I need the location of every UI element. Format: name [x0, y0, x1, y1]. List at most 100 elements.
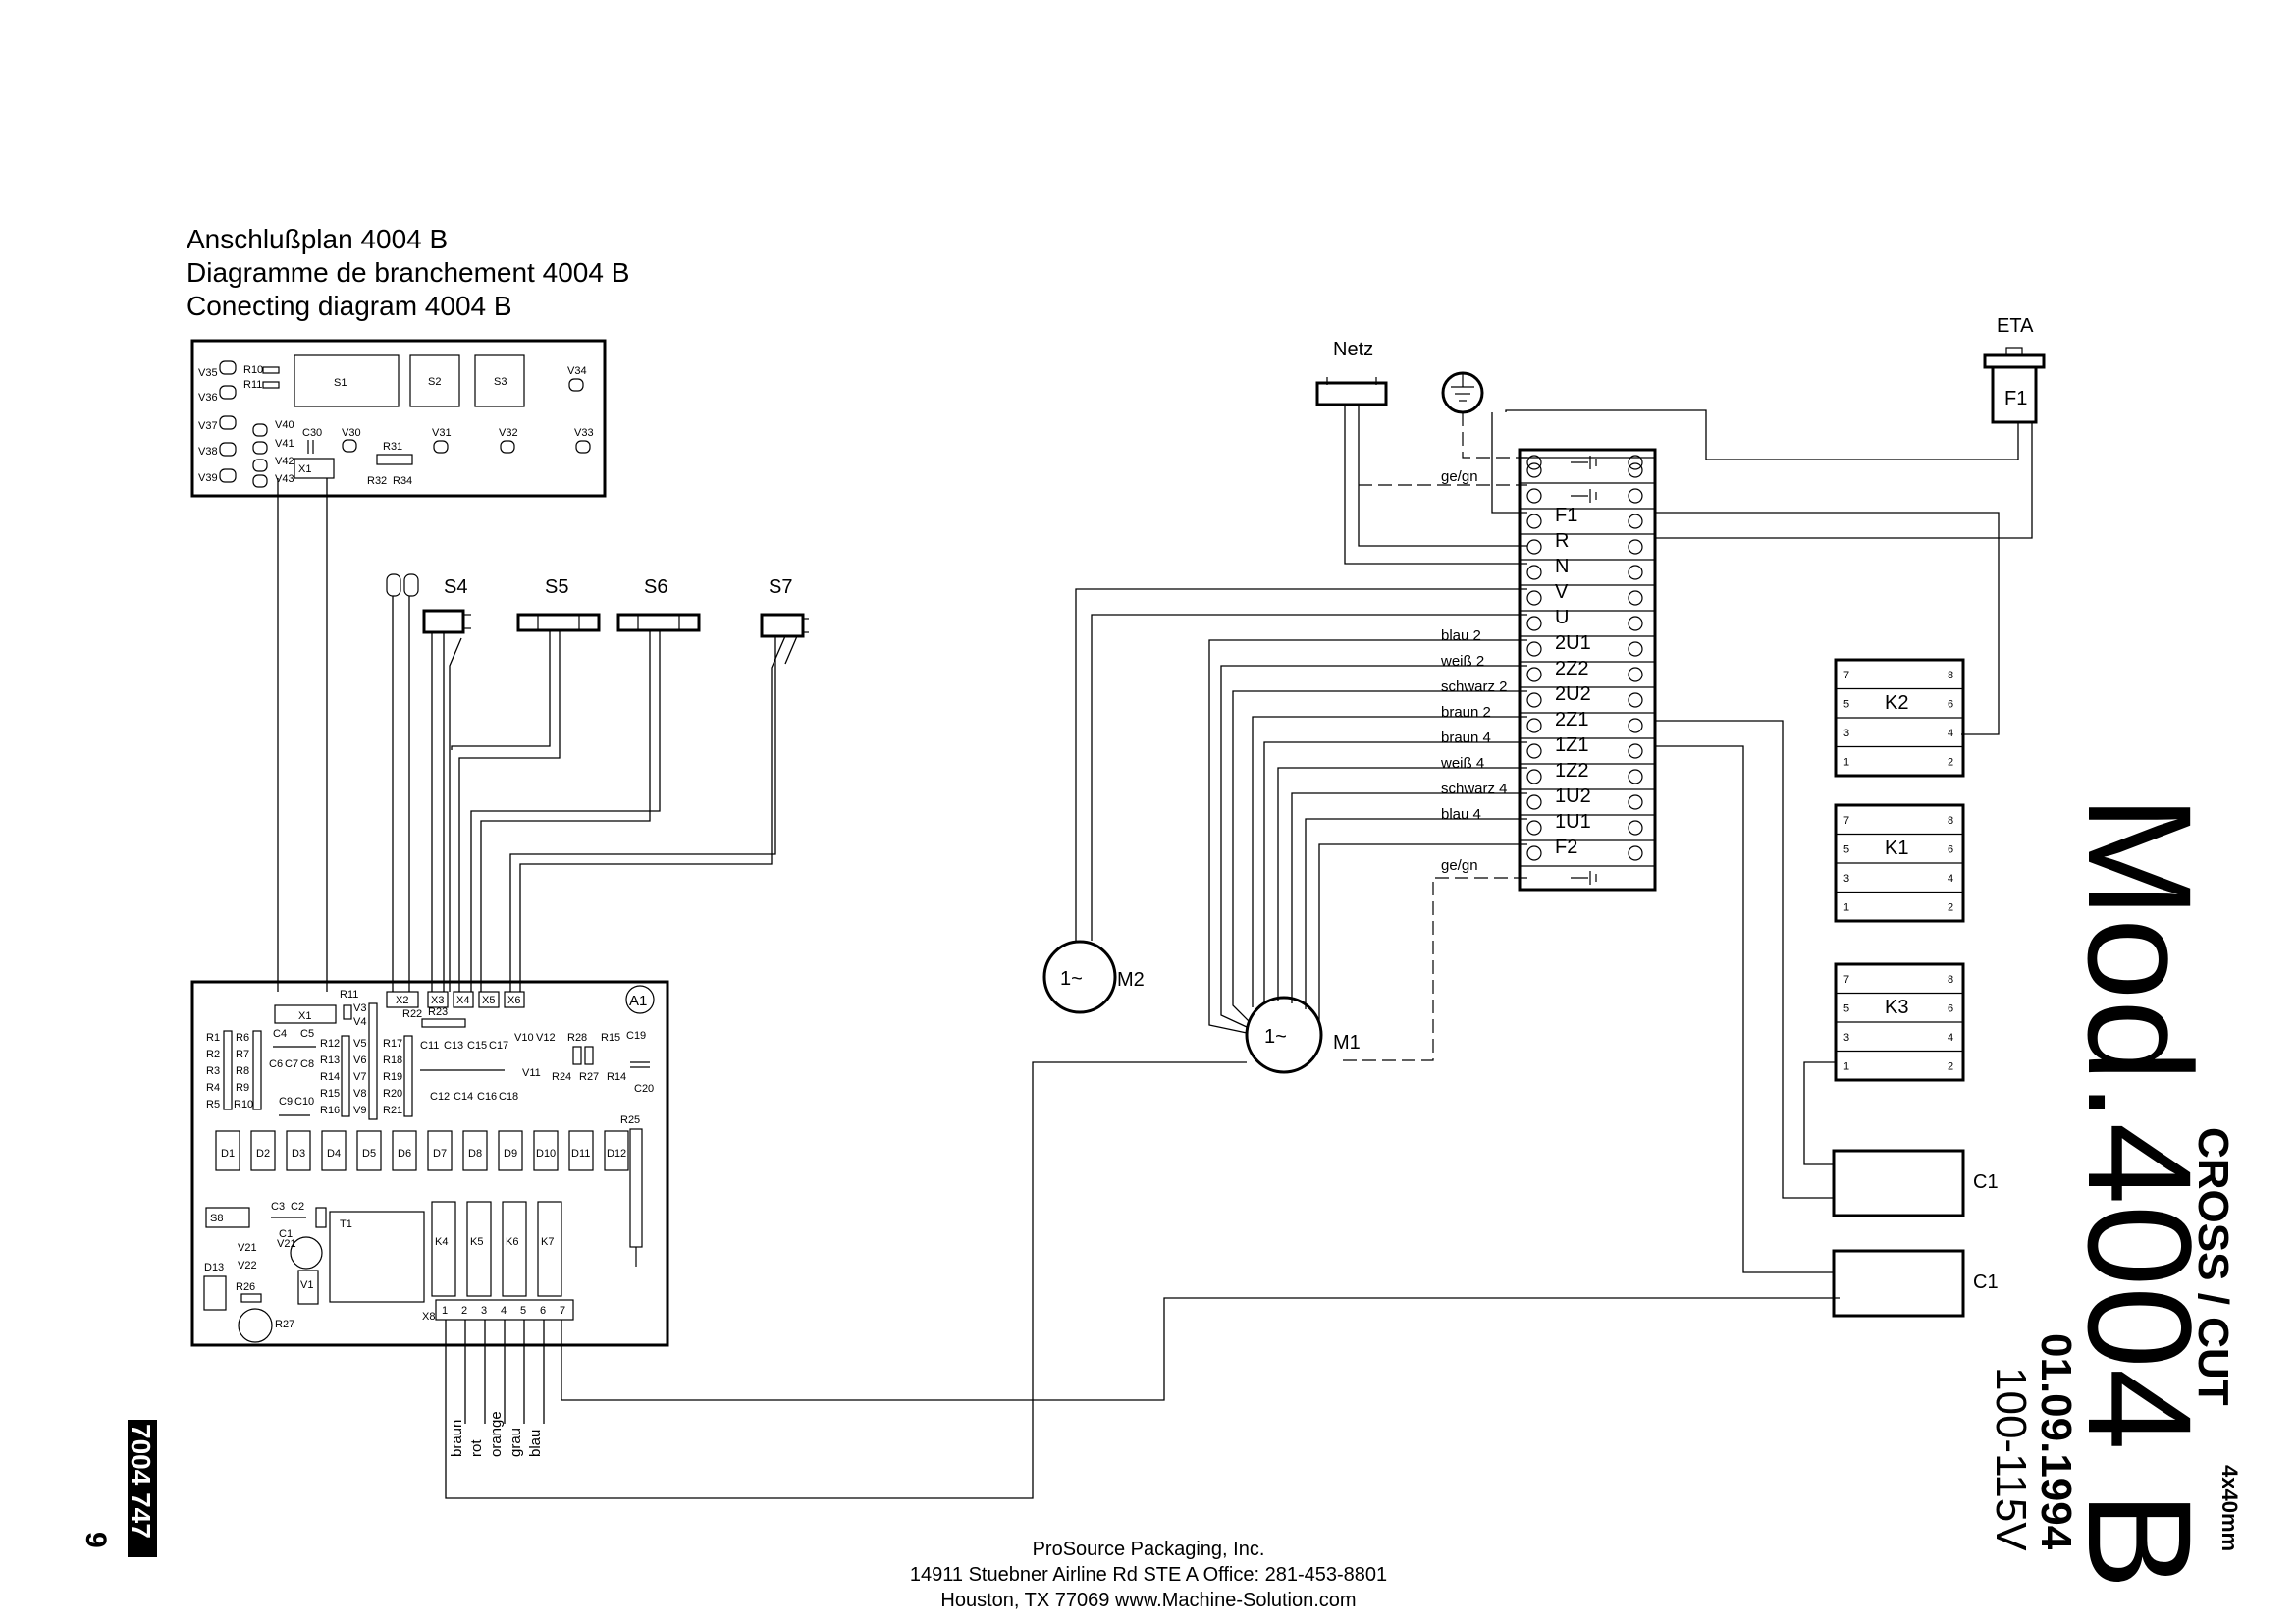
wire-label-blau4: blau 4: [1441, 806, 1481, 823]
svg-text:V4: V4: [353, 1016, 366, 1028]
terminal-screw-icon: [1628, 488, 1643, 504]
svg-text:C7: C7: [285, 1058, 298, 1070]
conn-x1: X1: [298, 1010, 311, 1022]
svg-text:4: 4: [501, 1305, 507, 1317]
terminal-screw-icon: [1628, 718, 1643, 733]
wire-label-braun4: braun 4: [1441, 730, 1491, 746]
terminal-screw-icon: [1628, 590, 1643, 606]
svg-text:D7: D7: [433, 1148, 447, 1160]
svg-text:C6: C6: [269, 1058, 283, 1070]
terminal-screw-icon: [1628, 455, 1643, 470]
terminal-screw-icon: [1628, 641, 1643, 657]
v43-label: V43: [275, 473, 294, 485]
model-name: Mod.4004 B: [2057, 795, 2222, 1590]
x8-wire-grau: grau: [507, 1428, 524, 1457]
svg-text:D6: D6: [398, 1148, 411, 1160]
conn-x4: X4: [456, 995, 469, 1006]
svg-text:D12: D12: [607, 1148, 626, 1160]
c1-label-upper: C1: [1973, 1171, 1999, 1193]
svg-text:R16: R16: [320, 1105, 340, 1116]
svg-text:R13: R13: [320, 1055, 340, 1066]
terminal-screw-icon: [1526, 692, 1542, 708]
svg-text:R14: R14: [607, 1071, 626, 1083]
svg-text:V7: V7: [353, 1071, 366, 1083]
s1-label: S1: [334, 377, 347, 389]
terminal-screw-icon: [1628, 743, 1643, 759]
conn-x2: X2: [396, 995, 408, 1006]
svg-text:R4: R4: [206, 1082, 220, 1094]
c30-label: C30: [302, 427, 322, 439]
svg-text:R2: R2: [206, 1049, 220, 1060]
relay-pin-label: 6: [1948, 699, 1953, 711]
svg-text:K4: K4: [435, 1236, 448, 1248]
svg-text:R5: R5: [206, 1099, 220, 1110]
mains-plug-icon: [1315, 381, 1388, 406]
s5-label: S5: [545, 576, 568, 598]
svg-text:R10: R10: [234, 1099, 253, 1110]
v40-label: V40: [275, 419, 294, 431]
title-line-2: Diagramme de branchement 4004 B: [187, 257, 629, 288]
r10-label: R10: [243, 364, 263, 376]
term-2z1: 2Z1: [1555, 709, 1588, 730]
svg-text:C15: C15: [467, 1040, 487, 1052]
s3-label: S3: [494, 376, 507, 388]
terminal-screw-icon: [1526, 462, 1542, 478]
term-2z2: 2Z2: [1555, 658, 1588, 679]
switch-s5-icon: [516, 613, 601, 632]
title-line-1: Anschlußplan 4004 B: [187, 224, 448, 254]
v30-label: V30: [342, 427, 361, 439]
svg-text:V9: V9: [353, 1105, 366, 1116]
relay-pin-label: 5: [1843, 1003, 1849, 1015]
svg-text:R17: R17: [383, 1038, 402, 1050]
terminal-screw-icon: [1526, 667, 1542, 682]
svg-text:C13: C13: [444, 1040, 463, 1052]
svg-text:R8: R8: [236, 1065, 249, 1077]
term-1z2: 1Z2: [1555, 760, 1588, 782]
svg-text:V3: V3: [353, 1002, 366, 1014]
svg-text:C5: C5: [300, 1028, 314, 1040]
svg-text:V10: V10: [514, 1032, 534, 1044]
s6-label: S6: [644, 576, 667, 598]
svg-text:2: 2: [461, 1305, 467, 1317]
svg-text:C20: C20: [634, 1083, 654, 1095]
relay-pin-label: 2: [1948, 902, 1953, 914]
relay-pin-label: 3: [1843, 1032, 1849, 1044]
relay-pin-label: 4: [1948, 1032, 1953, 1044]
relay-pin-label: 4: [1948, 728, 1953, 739]
m1-label: M1: [1333, 1032, 1361, 1054]
v39-label: V39: [198, 472, 218, 484]
svg-text:D11: D11: [571, 1148, 590, 1160]
svg-text:R25: R25: [620, 1114, 640, 1126]
relay-pin-label: 7: [1843, 974, 1849, 986]
svg-text:C1: C1: [279, 1228, 293, 1240]
svg-text:V8: V8: [353, 1088, 366, 1100]
v37-label: V37: [198, 420, 218, 432]
svg-text:D13: D13: [204, 1262, 224, 1273]
svg-text:C18: C18: [499, 1091, 518, 1103]
m2-label: M2: [1117, 969, 1145, 991]
svg-text:R23: R23: [428, 1006, 448, 1018]
svg-text:R14: R14: [320, 1071, 340, 1083]
terminal-screw-icon: [1628, 462, 1643, 478]
svg-text:V1: V1: [300, 1279, 313, 1291]
relay-name-label: K3: [1885, 997, 1908, 1018]
svg-text:6: 6: [540, 1305, 546, 1317]
svg-text:K7: K7: [541, 1236, 554, 1248]
v32-label: V32: [499, 427, 518, 439]
svg-text:R22: R22: [402, 1008, 422, 1020]
terminal-screw-icon: [1628, 794, 1643, 810]
relay-pin-label: 6: [1948, 844, 1953, 856]
c1-label-lower: C1: [1973, 1271, 1999, 1293]
svg-text:D8: D8: [468, 1148, 482, 1160]
terminal-screw-icon: [1628, 514, 1643, 529]
relay-name-label: K2: [1885, 692, 1908, 714]
m2-symbol: 1~: [1060, 968, 1083, 990]
svg-text:V11: V11: [522, 1067, 541, 1079]
f1-fuse-label: F1: [2004, 388, 2027, 409]
svg-text:R3: R3: [206, 1065, 220, 1077]
v36-label: V36: [198, 392, 218, 404]
diode-row: D1 D2 D3 D4 D5 D6 D7 D8 D9 D10 D11 D12: [215, 1130, 629, 1171]
footer-address: 14911 Stuebner Airline Rd STE A Office: …: [910, 1564, 1387, 1586]
relay-pin-label: 4: [1948, 873, 1953, 885]
